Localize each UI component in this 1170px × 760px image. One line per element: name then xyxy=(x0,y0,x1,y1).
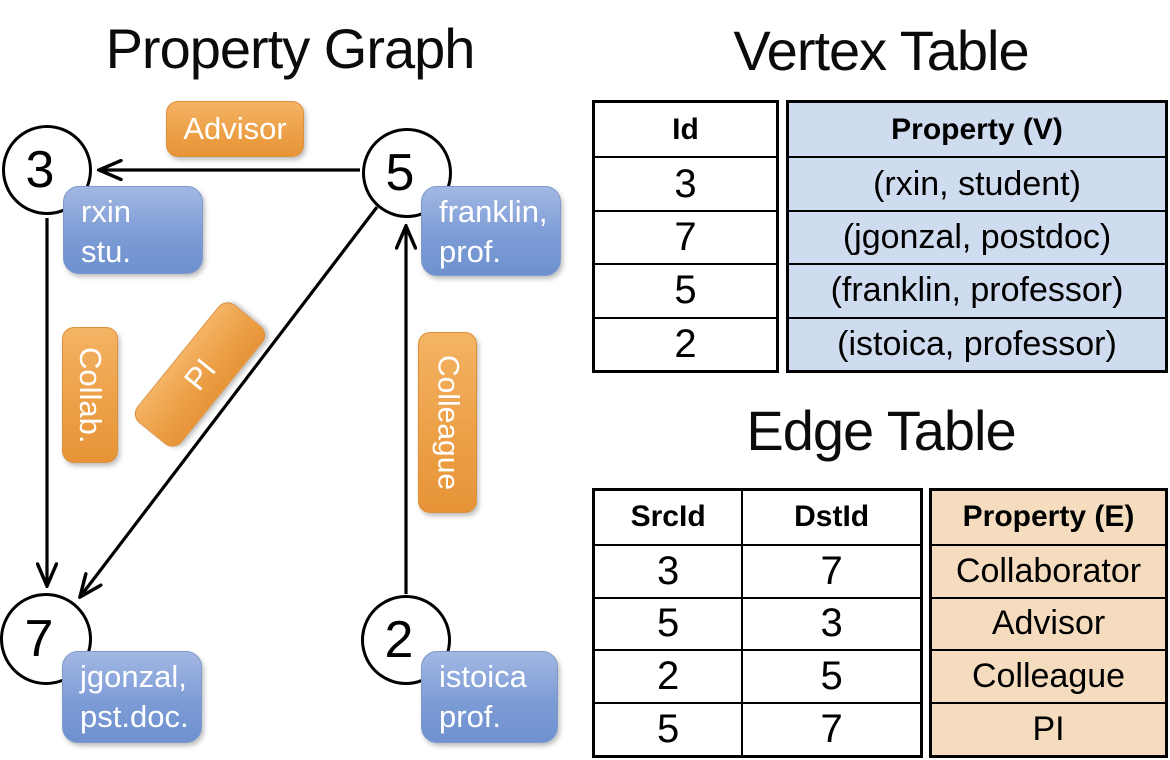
vertex-property-line: franklin, xyxy=(439,194,548,229)
table-cell: 3 xyxy=(595,156,776,209)
table-cell: 5 xyxy=(595,702,742,755)
table-cell: (rxin, student) xyxy=(789,156,1165,209)
table-header-cell: Property (E) xyxy=(962,500,1135,534)
table-header-cell: SrcId xyxy=(630,500,706,534)
table-cell: (jgonzal, postdoc) xyxy=(789,209,1165,263)
table-cell: 7 xyxy=(741,702,920,755)
edge-label-advisor: Advisor xyxy=(166,101,304,157)
table-cell: Advisor xyxy=(932,596,1165,650)
edge-label-collab: Collab. xyxy=(62,327,118,463)
table-header-cell: Property (V) xyxy=(891,112,1063,146)
vertex-id-label: 3 xyxy=(25,141,55,199)
vertex-property-box-rxin: rxin stu. xyxy=(63,186,203,274)
vertex-property-line: prof. xyxy=(439,699,502,734)
table-cell: (istoica, professor) xyxy=(789,316,1165,370)
edge-table-title: Edge Table xyxy=(746,399,1016,462)
vertex-property-line: stu. xyxy=(81,234,131,269)
edge-arrow-5-7 xyxy=(80,206,379,597)
table-header-cell: Id xyxy=(672,112,699,146)
vertex-property-box-istoica: istoica prof. xyxy=(421,651,558,743)
vertex-property-line: pst.doc. xyxy=(80,699,189,734)
table-cell: 7 xyxy=(595,209,776,263)
vertex-property-line: rxin xyxy=(81,194,131,229)
table-cell: PI xyxy=(932,702,1165,755)
table-cell: 2 xyxy=(595,316,776,370)
table-header-cell: DstId xyxy=(741,491,920,544)
property-graph-title: Property Graph xyxy=(105,17,476,80)
table-cell: 5 xyxy=(595,596,742,650)
table-cell: Collaborator xyxy=(932,543,1165,597)
vertex-id-label: 5 xyxy=(385,144,415,202)
vertex-property-line: istoica xyxy=(439,659,527,694)
edge-table-property-column: Property (E) Collaborator Advisor Collea… xyxy=(929,488,1168,758)
table-cell: 2 xyxy=(595,649,742,702)
table-cell: Colleague xyxy=(932,649,1165,702)
edge-label-colleague: Colleague xyxy=(418,332,477,513)
vertex-property-line: prof. xyxy=(439,234,502,269)
table-cell: 5 xyxy=(741,649,920,703)
table-cell: 5 xyxy=(595,263,776,316)
vertex-table-title: Vertex Table xyxy=(733,19,1029,82)
table-cell: 3 xyxy=(595,543,742,597)
vertex-id-label: 2 xyxy=(384,611,414,669)
vertex-property-line: jgonzal, xyxy=(80,659,187,694)
table-cell: 7 xyxy=(741,543,920,597)
edge-arrows-layer xyxy=(0,0,580,760)
vertex-property-box-franklin: franklin, prof. xyxy=(421,186,561,276)
table-cell: 3 xyxy=(741,596,920,650)
vertex-node-2: 2 xyxy=(361,595,451,685)
vertex-property-box-jgonzal: jgonzal, pst.doc. xyxy=(62,651,202,743)
vertex-table-id-column: Id 3 7 5 2 xyxy=(592,100,779,373)
vertex-id-label: 7 xyxy=(24,610,54,668)
edge-table-id-columns: SrcId DstId 3 7 5 3 2 5 5 7 xyxy=(592,488,923,758)
vertex-table-property-column: Property (V) (rxin, student) (jgonzal, p… xyxy=(786,100,1168,373)
table-cell: (franklin, professor) xyxy=(789,263,1165,316)
vertex-node-5: 5 xyxy=(362,128,452,218)
